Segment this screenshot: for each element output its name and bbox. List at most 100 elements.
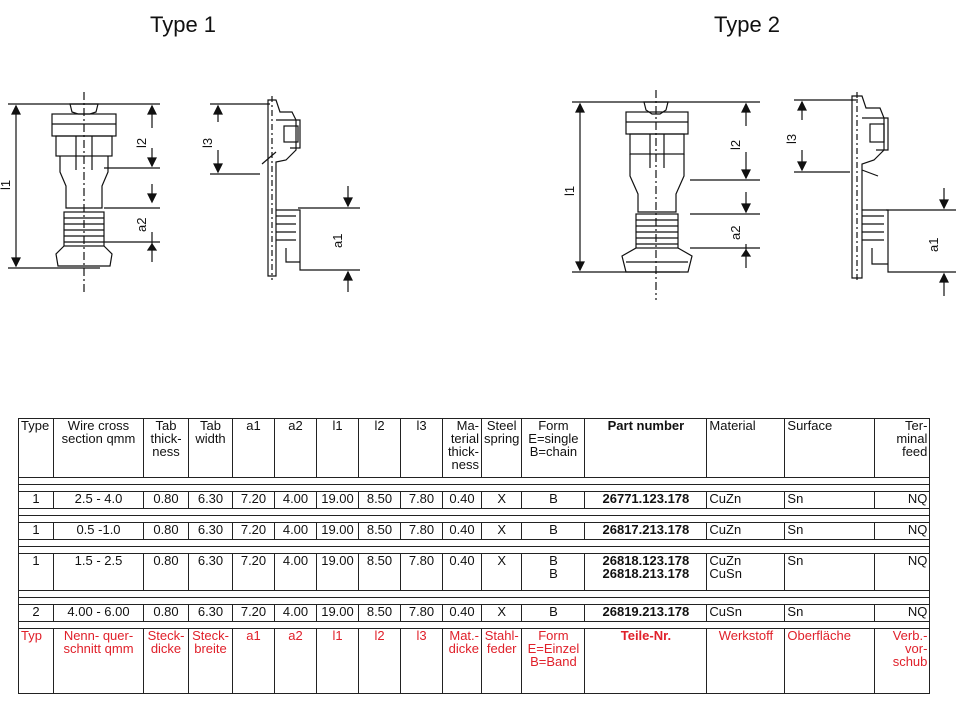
cell-mat: 0.40: [442, 553, 482, 591]
header-surface: Surface: [784, 418, 876, 478]
cell-part-number: 26819.213.178: [584, 604, 708, 622]
cell-a2: 4.00: [274, 604, 317, 622]
table-row: 1 2.5 - 4.0 0.80 6.30 7.20 4.00 19.00 8.…: [18, 491, 931, 509]
dim-a1-label-type2: a1: [926, 238, 941, 252]
cell-material: CuZn: [706, 522, 786, 540]
cell-surface: Sn: [784, 491, 876, 509]
spec-table: Type Wire cross section qmm Tab thick- n…: [17, 418, 931, 694]
dim-l1-label-type2: l1: [562, 186, 577, 196]
header-row: Type Wire cross section qmm Tab thick- n…: [18, 418, 931, 478]
table-row: 1 1.5 - 2.5 0.80 6.30 7.20 4.00 19.00 8.…: [18, 553, 931, 591]
cell-material: CuZn CuSn: [706, 553, 786, 591]
type1-front-view: [8, 92, 160, 292]
de-header-tab-width: Steck- breite: [188, 628, 233, 694]
cell-a2: 4.00: [274, 553, 317, 591]
header-a2: a2: [274, 418, 317, 478]
cell-l3: 7.80: [400, 553, 443, 591]
cell-feed: NQ: [874, 553, 931, 591]
type2-front-view: [572, 90, 760, 300]
header-tab-thickness: Tab thick- ness: [143, 418, 189, 478]
cell-mat: 0.40: [442, 491, 482, 509]
de-header-part-number: Teile-Nr.: [584, 628, 708, 694]
header-form: Form E=single B=chain: [521, 418, 586, 478]
cell-tab-thick: 0.80: [143, 522, 189, 540]
form-line: B: [549, 553, 558, 568]
cell-a2: 4.00: [274, 491, 317, 509]
header-material-thickness: Ma- terial thick- ness: [442, 418, 482, 478]
header-part-number: Part number: [584, 418, 708, 478]
de-header-terminal-feed: Verb.- vor- schub: [874, 628, 931, 694]
cell-type: 1: [18, 553, 54, 591]
cell-type: 1: [18, 522, 54, 540]
dim-a1-label-type1: a1: [330, 234, 345, 248]
cell-tab-thick: 0.80: [143, 491, 189, 509]
cell-l3: 7.80: [400, 522, 443, 540]
cell-a2: 4.00: [274, 522, 317, 540]
header-terminal-feed: Ter- minal feed: [874, 418, 931, 478]
cell-feed: NQ: [874, 604, 931, 622]
cell-part-number: 26771.123.178: [584, 491, 708, 509]
de-header-a1: a1: [232, 628, 275, 694]
form-line: B: [549, 566, 558, 581]
cell-l2: 8.50: [358, 491, 401, 509]
header-tab-width: Tab width: [188, 418, 233, 478]
cell-part-number: 26818.123.178 26818.213.178: [584, 553, 708, 591]
cell-l1: 19.00: [316, 522, 359, 540]
cell-form: B: [521, 491, 586, 509]
header-wire-cross-section: Wire cross section qmm: [53, 418, 144, 478]
dim-l1-label-type1: l1: [0, 180, 13, 190]
de-header-l1: l1: [316, 628, 359, 694]
cell-l1: 19.00: [316, 604, 359, 622]
table-row: 2 4.00 - 6.00 0.80 6.30 7.20 4.00 19.00 …: [18, 604, 931, 622]
material-line: CuSn: [709, 566, 742, 581]
german-header-row: Typ Nenn- quer- schnitt qmm Steck- dicke…: [18, 628, 931, 694]
cell-form: B: [521, 604, 586, 622]
cell-material: CuSn: [706, 604, 786, 622]
cell-surface: Sn: [784, 522, 876, 540]
cell-spring: X: [480, 604, 523, 622]
cell-tab-thick: 0.80: [143, 604, 189, 622]
de-header-wire: Nenn- quer- schnitt qmm: [53, 628, 144, 694]
cell-surface: Sn: [784, 553, 876, 591]
de-header-surface: Oberfläche: [784, 628, 876, 694]
terminal-drawings: l1 l2 a2 l3 a1 l1 l2 a2 l3 a1: [0, 90, 956, 300]
cell-mat: 0.40: [442, 604, 482, 622]
cell-type: 2: [18, 604, 54, 622]
de-header-a2: a2: [274, 628, 317, 694]
header-l3: l3: [400, 418, 443, 478]
cell-wire: 2.5 - 4.0: [53, 491, 144, 509]
cell-l2: 8.50: [358, 522, 401, 540]
material-line: CuZn: [709, 553, 742, 568]
header-material: Material: [706, 418, 786, 478]
type1-side-view: [210, 96, 360, 280]
de-header-material: Werkstoff: [706, 628, 786, 694]
cell-a1: 7.20: [232, 491, 275, 509]
header-l2: l2: [358, 418, 401, 478]
type2-side-view: [794, 92, 956, 282]
cell-tab-width: 6.30: [188, 553, 233, 591]
cell-form: B B: [521, 553, 586, 591]
de-header-type: Typ: [18, 628, 54, 694]
dim-a2-label-type1: a2: [134, 218, 149, 232]
cell-tab-width: 6.30: [188, 604, 233, 622]
cell-l1: 19.00: [316, 491, 359, 509]
de-header-steel-spring: Stahl- feder: [480, 628, 523, 694]
cell-tab-width: 6.30: [188, 491, 233, 509]
cell-a1: 7.20: [232, 553, 275, 591]
dim-a2-label-type2: a2: [728, 226, 743, 240]
type1-title: Type 1: [150, 12, 217, 37]
cell-a1: 7.20: [232, 522, 275, 540]
cell-material: CuZn: [706, 491, 786, 509]
part-number-line: 26818.123.178: [602, 553, 690, 568]
header-type: Type: [18, 418, 54, 478]
cell-wire: 4.00 - 6.00: [53, 604, 144, 622]
cell-tab-thick: 0.80: [143, 553, 189, 591]
table-row: 1 0.5 -1.0 0.80 6.30 7.20 4.00 19.00 8.5…: [18, 522, 931, 540]
header-steel-spring: Steel spring: [480, 418, 523, 478]
cell-form: B: [521, 522, 586, 540]
cell-l1: 19.00: [316, 553, 359, 591]
cell-part-number: 26817.213.178: [584, 522, 708, 540]
dim-l2-label-type1: l2: [134, 138, 149, 148]
cell-spring: X: [480, 553, 523, 591]
cell-l2: 8.50: [358, 553, 401, 591]
